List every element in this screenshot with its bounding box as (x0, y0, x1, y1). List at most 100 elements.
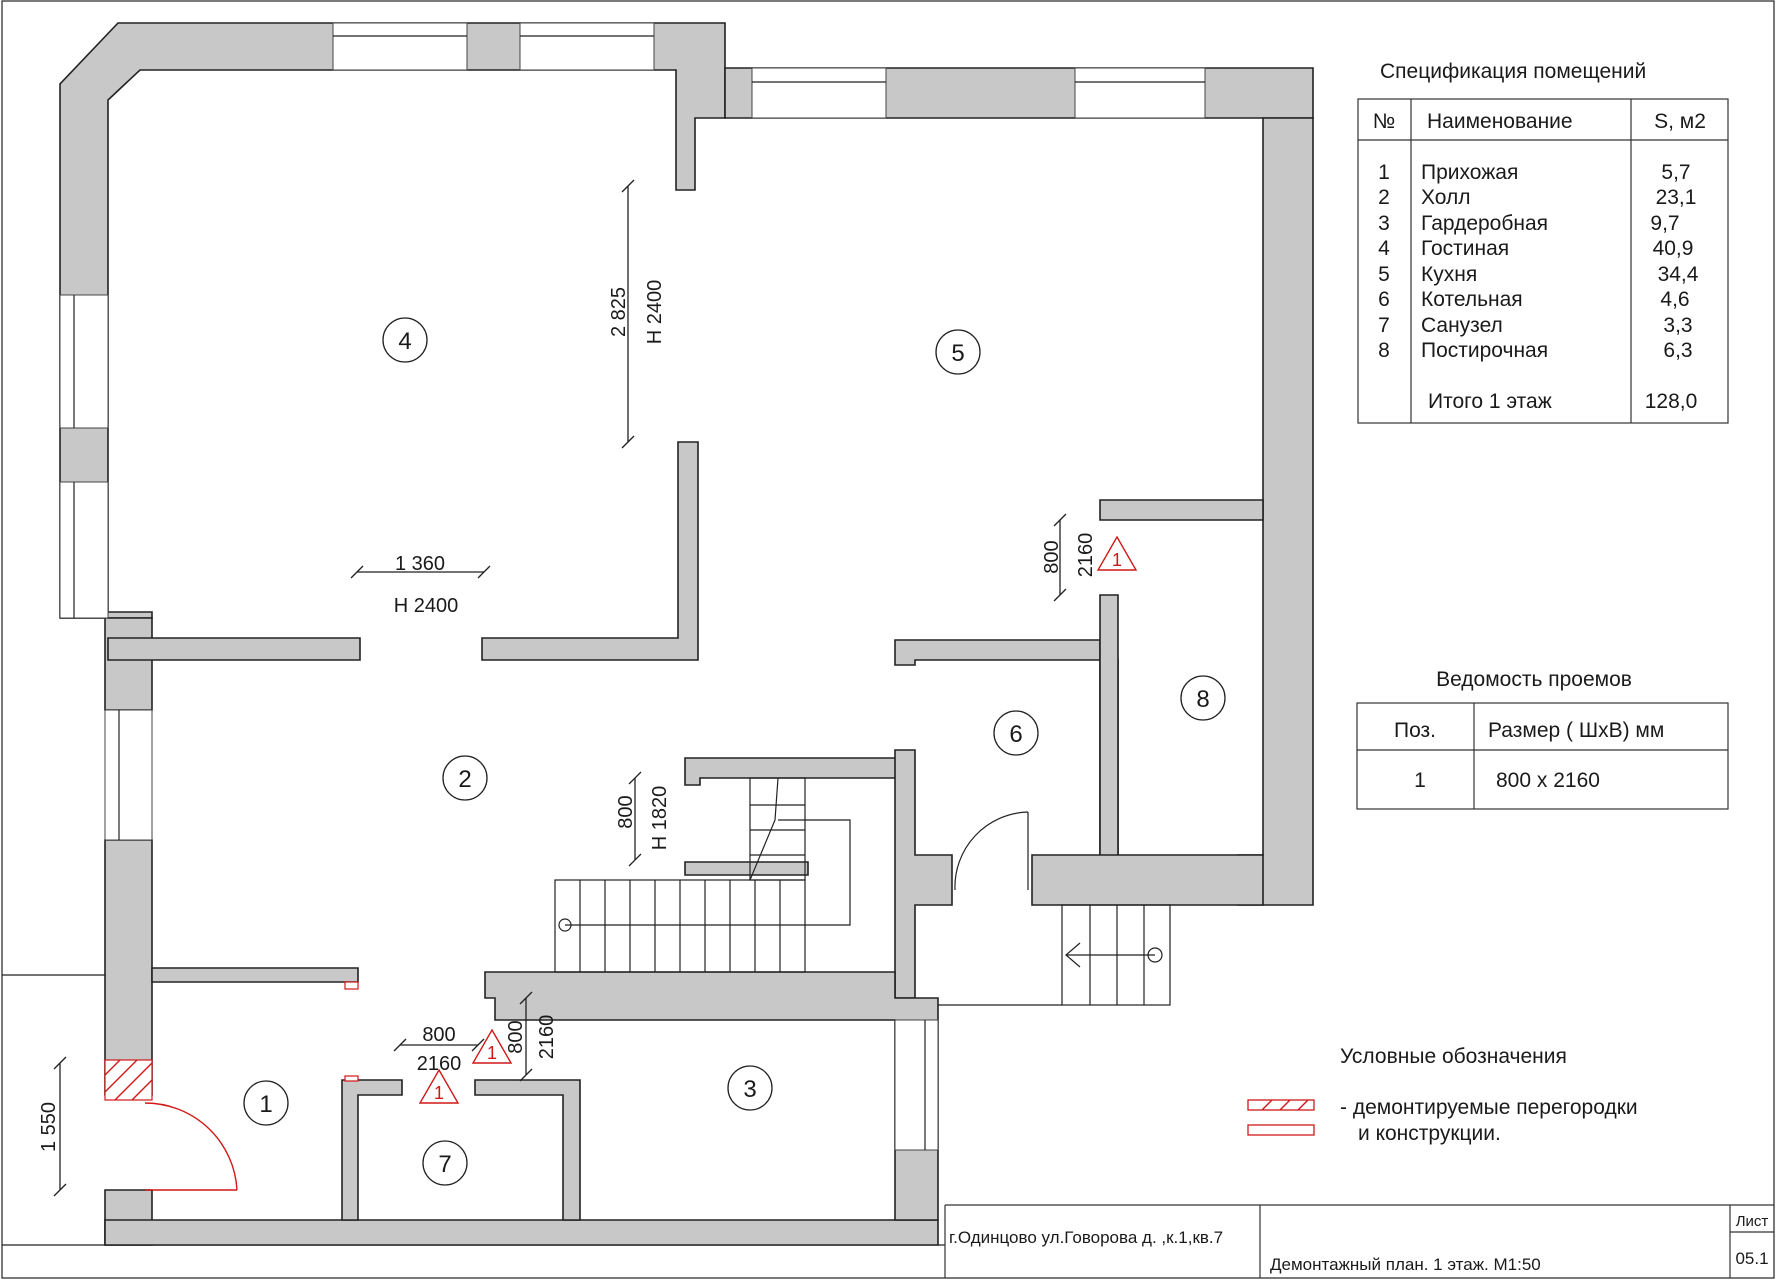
room-labels: 1 2 3 4 5 6 7 8 (243, 317, 1226, 1186)
dim-text-5: 800 (1041, 540, 1063, 573)
wall-hall-wardrobe (484, 971, 939, 1221)
window-5 (59, 294, 109, 429)
stamp-sheet-number: 05.1 (1735, 1249, 1768, 1268)
dim-text-9: 800 (422, 1024, 455, 1046)
legend-line2: и конструкции. (1358, 1122, 1501, 1145)
spec-header-no: № (1373, 110, 1396, 133)
wall-bath-left (341, 1079, 403, 1221)
wall-stair-right (894, 749, 953, 999)
stamp-address: г.Одинцово ул.Говорова д. ,к.1,кв.7 (949, 1228, 1223, 1247)
demolish-marks (104, 981, 359, 1101)
window-2 (519, 22, 655, 71)
entry-door-arc (144, 1102, 238, 1191)
walls (59, 22, 1314, 1246)
spec-total-label: Итого 1 этаж (1428, 390, 1552, 413)
legend-solid-swatch (1247, 1124, 1315, 1136)
svg-text:1: 1 (487, 1043, 497, 1063)
wall-west-hall (60, 617, 153, 711)
opening-marker-3: 1 (418, 1068, 460, 1104)
dim-text-8: H 1820 (649, 786, 671, 851)
svg-text:34,4: 34,4 (1658, 263, 1699, 286)
svg-text:9,7: 9,7 (1650, 212, 1679, 235)
openings-header-pos: Поз. (1394, 719, 1436, 742)
svg-text:Гардеробная: Гардеробная (1421, 212, 1548, 235)
svg-text:4,6: 4,6 (1660, 288, 1689, 311)
svg-text:Котельная: Котельная (1421, 288, 1523, 311)
room-number-5: 5 (951, 340, 964, 367)
windows (59, 22, 1206, 1151)
svg-text:5,7: 5,7 (1661, 161, 1690, 184)
wall-bath-right (474, 1079, 581, 1221)
room-number-4: 4 (398, 328, 411, 355)
svg-text:3,3: 3,3 (1663, 314, 1692, 337)
dim-text-4: H 2400 (394, 595, 459, 617)
svg-text:1: 1 (1414, 769, 1426, 792)
svg-text:3: 3 (1378, 212, 1390, 235)
wall-west-hall-lower (104, 839, 153, 1096)
spec-total-value: 128,0 (1645, 390, 1698, 413)
wall-living-hall-right (481, 441, 699, 661)
spec-title: Спецификация помещений (1380, 60, 1646, 83)
dim-text-10: 2160 (417, 1053, 462, 1075)
doors (144, 811, 1029, 1191)
window-6 (59, 481, 109, 619)
svg-text:Холл: Холл (1421, 186, 1471, 209)
svg-text:1: 1 (434, 1083, 444, 1103)
opening-marker-1: 1 (1096, 535, 1138, 571)
title-block: г.Одинцово ул.Говорова д. ,к.1,кв.7 Демо… (944, 1204, 1774, 1278)
wall-laundry-top (1099, 499, 1264, 521)
legend-line1: - демонтируемые перегородки (1340, 1096, 1638, 1119)
svg-text:2: 2 (1378, 186, 1390, 209)
dim-text-11: 800 (505, 1020, 527, 1053)
wall-south (104, 1219, 939, 1246)
svg-text:7: 7 (1378, 314, 1390, 337)
svg-text:8: 8 (1378, 339, 1390, 362)
svg-text:23,1: 23,1 (1656, 186, 1697, 209)
spec-header-area: S, м2 (1654, 110, 1706, 133)
stamp-sheet-label: Лист (1736, 1213, 1769, 1230)
wall-northwest (59, 22, 726, 619)
openings-table: Ведомость проемов Поз. Размер ( ШхВ) мм … (1356, 668, 1729, 810)
window-7 (104, 709, 153, 841)
wall-laundry-left (1099, 594, 1119, 859)
window-3 (751, 67, 887, 119)
room-number-8: 8 (1196, 686, 1209, 713)
svg-text:6,3: 6,3 (1663, 339, 1692, 362)
dimension-lines (53, 179, 1067, 1197)
stamp-title: Демонтажный план. 1 этаж. М1:50 (1270, 1255, 1541, 1274)
room-number-7: 7 (438, 1151, 451, 1178)
window-4 (1074, 67, 1206, 119)
opening-marker-2: 1 (471, 1028, 513, 1064)
dim-text-3: 1 360 (395, 553, 445, 575)
room-number-2: 2 (458, 766, 471, 793)
legend-title: Условные обозначения (1340, 1045, 1567, 1068)
dim-text-13: 1 550 (38, 1102, 60, 1152)
dim-text-1: 2 825 (608, 287, 630, 337)
svg-text:5: 5 (1378, 263, 1390, 286)
svg-text:1: 1 (1112, 550, 1122, 570)
spec-table: Спецификация помещений № Наименование S,… (1357, 60, 1729, 424)
window-8 (894, 1019, 939, 1151)
wall-living-hall-left (107, 637, 361, 661)
room-number-6: 6 (1009, 721, 1022, 748)
dim-text-12: 2160 (536, 1015, 558, 1060)
openings-header-size: Размер ( ШхВ) мм (1488, 719, 1664, 742)
legend-hatch-swatch (1247, 1099, 1315, 1111)
room-number-3: 3 (743, 1076, 756, 1103)
wall-boiler-bottom (1031, 854, 1264, 906)
svg-text:1: 1 (1378, 161, 1390, 184)
svg-text:Гостиная: Гостиная (1421, 237, 1509, 260)
legend: Условные обозначения - демонтируемые пер… (1247, 1045, 1638, 1145)
dim-text-2: H 2400 (644, 280, 666, 345)
svg-text:6: 6 (1378, 288, 1390, 311)
wall-stair-top (684, 757, 911, 786)
spec-header-name: Наименование (1427, 110, 1573, 133)
room-number-1: 1 (259, 1091, 272, 1118)
wall-stair-bottom (684, 861, 809, 876)
svg-text:4: 4 (1378, 237, 1390, 260)
svg-text:Постирочная: Постирочная (1421, 339, 1548, 362)
svg-text:Прихожая: Прихожая (1421, 161, 1518, 184)
dim-text-7: 800 (615, 795, 637, 828)
